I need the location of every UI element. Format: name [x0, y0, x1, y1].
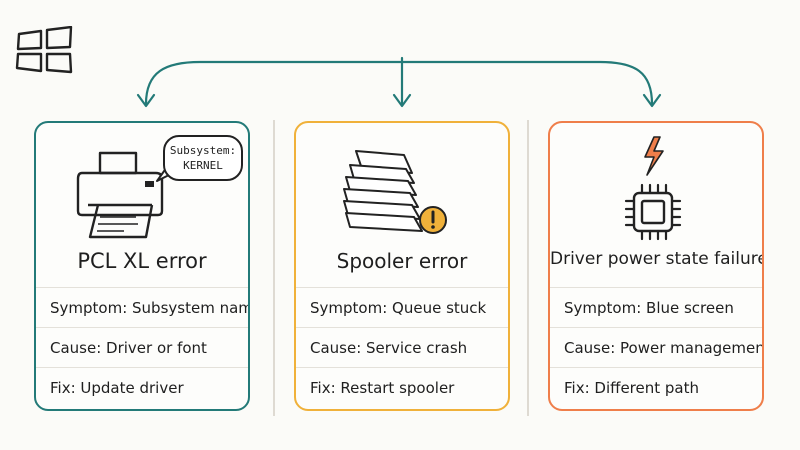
cause-row: Cause: Driver or font [36, 327, 248, 367]
chip-icon [624, 183, 682, 241]
speech-bubble: Subsystem: KERNEL [163, 135, 243, 181]
symptom-row: Symptom: Queue stuck [296, 287, 508, 327]
card-rows: Symptom: Subsystem name Cause: Driver or… [36, 287, 248, 407]
paper-stack-icon [343, 150, 447, 234]
warning-icon [419, 206, 447, 234]
cause-row: Cause: Service crash [296, 327, 508, 367]
divider-left [273, 120, 275, 416]
card-spooler-error: Spooler error Symptom: Queue stuck Cause… [294, 121, 510, 411]
connector-arrows [136, 56, 662, 108]
bubble-line-1: Subsystem: [169, 144, 237, 157]
card-driver-power-state-failure: Driver power state failure Symptom: Blue… [548, 121, 764, 411]
symptom-row: Symptom: Subsystem name [36, 287, 248, 327]
lightning-icon [644, 136, 664, 176]
card-title: PCL XL error [77, 249, 207, 273]
windows-logo-icon [15, 26, 73, 74]
fix-row: Fix: Update driver [36, 367, 248, 407]
card-pcl-xl-error: Subsystem: KERNEL PCL XL error Symptom: … [34, 121, 250, 411]
divider-right [527, 120, 529, 416]
cause-row: Cause: Power management [550, 327, 762, 367]
card-rows: Symptom: Blue screen Cause: Power manage… [550, 287, 762, 407]
card-title: Spooler error [336, 249, 468, 273]
symptom-row: Symptom: Blue screen [550, 287, 762, 327]
fix-row: Fix: Different path [550, 367, 762, 407]
fix-row: Fix: Restart spooler [296, 367, 508, 407]
card-title: Driver power state failure [550, 249, 764, 269]
chip-illustration [624, 136, 682, 241]
card-rows: Symptom: Queue stuck Cause: Service cras… [296, 287, 508, 407]
bubble-line-2: KERNEL [183, 159, 223, 172]
